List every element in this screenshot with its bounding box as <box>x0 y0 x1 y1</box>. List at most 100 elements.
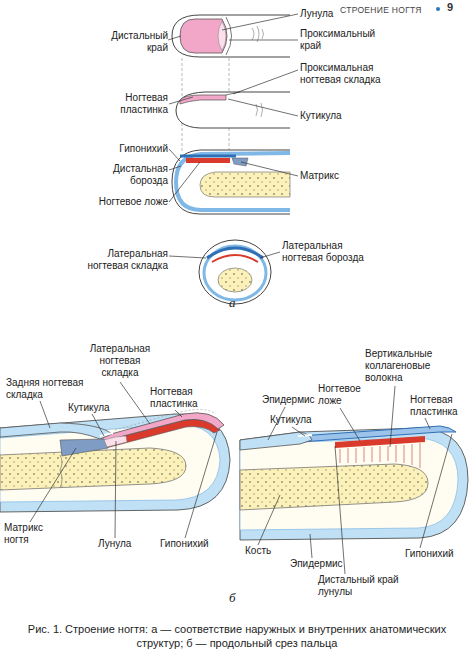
part-label: Кутикула <box>300 110 390 122</box>
leader-line <box>168 36 181 40</box>
finger-longitudinal-section <box>0 409 230 512</box>
part-label: Гипонихий <box>405 548 470 560</box>
leader-line <box>241 162 298 176</box>
finger-section-detail <box>240 426 468 540</box>
part-label: Латеральная ногтевая складка <box>82 343 158 379</box>
leader-line <box>185 432 217 538</box>
finger-section-detail <box>240 428 468 540</box>
part-label: Матрикс <box>300 170 390 182</box>
finger-section <box>176 153 290 210</box>
finger-top-view <box>252 26 264 42</box>
leader-line <box>92 414 104 436</box>
finger-section <box>180 155 236 158</box>
part-label: Латеральная ногтевая складка <box>70 248 168 272</box>
leader-line <box>310 534 312 558</box>
finger-cross-section <box>218 268 252 292</box>
part-label: Кость <box>245 545 295 557</box>
finger-section-detail <box>240 432 312 450</box>
leader-line <box>30 448 76 522</box>
panel-letter: б <box>229 592 249 604</box>
leader-line <box>169 256 206 258</box>
panel-letter: а <box>229 297 249 309</box>
leader-line <box>115 441 116 538</box>
finger-longitudinal-section <box>0 448 186 490</box>
header-bullet <box>436 7 440 11</box>
finger-longitudinal-section <box>0 423 112 439</box>
leader-line <box>229 40 298 41</box>
leader-line <box>175 410 182 417</box>
part-label: Проксимальная ногтевая складка <box>300 62 392 86</box>
finger-cross-section <box>212 255 258 262</box>
finger-cross-section <box>204 246 266 300</box>
leader-line <box>228 99 298 116</box>
figure-caption: Рис. 1. Строение ногтя: а — соответствие… <box>12 622 462 650</box>
leader-line <box>169 149 180 161</box>
leader-line <box>258 495 280 545</box>
leader-line <box>169 166 181 170</box>
finger-longitudinal-section <box>60 439 108 456</box>
finger-section <box>232 158 248 166</box>
part-label: Дистальный край лунулы <box>318 574 410 598</box>
part-label: Дистальный край <box>100 30 168 54</box>
leader-line <box>420 434 452 548</box>
finger-section-detail <box>340 443 420 468</box>
leader-line <box>120 382 150 424</box>
part-label: Ногтевая пластинка <box>410 394 472 418</box>
leader-line <box>40 401 50 428</box>
finger-longitudinal-section <box>100 433 113 436</box>
finger-section-detail <box>240 438 458 530</box>
finger-top-view <box>172 15 290 57</box>
finger-section <box>172 150 290 214</box>
finger-longitudinal-section <box>104 436 127 447</box>
part-label: Ногтевое ложе <box>90 196 168 208</box>
finger-longitudinal-section <box>0 414 230 512</box>
finger-section <box>172 150 290 214</box>
leader-line <box>390 386 395 447</box>
part-label: Лунула <box>98 538 158 550</box>
leader-line <box>169 97 193 104</box>
part-label: Лунула <box>300 8 420 20</box>
part-label: Эпидермис <box>290 558 360 570</box>
finger-side-view <box>180 95 226 104</box>
leader-line <box>168 14 298 258</box>
part-label: Дистальная борозда <box>90 163 168 187</box>
finger-section-detail <box>300 426 456 442</box>
part-label: Проксимальный край <box>300 28 380 52</box>
leader-line <box>260 252 280 258</box>
finger-cross-section <box>199 240 271 304</box>
finger-top-view <box>226 17 232 55</box>
leader-line <box>335 446 345 574</box>
finger-cross-section <box>207 248 263 258</box>
part-label: Задняя ногтевая складка <box>6 377 94 401</box>
finger-side-view <box>256 103 263 117</box>
finger-top-view <box>172 15 290 57</box>
part-label: Ногтевое ложе <box>318 383 374 407</box>
page-number: 9 <box>447 1 467 13</box>
part-label: Кутикула <box>270 414 330 426</box>
leader-line <box>233 70 298 94</box>
leader-line <box>30 382 452 574</box>
part-label: Кутикула <box>68 402 128 414</box>
finger-top-view <box>180 19 227 53</box>
part-label: Матрикс ногтя <box>4 522 56 546</box>
leader-line <box>340 408 360 441</box>
part-label: Вертикальные коллагеновые волокна <box>365 348 445 384</box>
header-bullet <box>436 7 440 11</box>
finger-section <box>200 172 290 197</box>
finger-cross-section <box>199 240 271 304</box>
finger-longitudinal-section <box>115 409 216 430</box>
running-header: СТРОЕНИЕ НОГТЯ <box>340 4 435 16</box>
part-label: Гипонихий <box>160 538 230 550</box>
leader-line <box>292 427 305 436</box>
part-label: Ногтевая пластинка <box>150 386 220 410</box>
finger-top-view <box>218 21 226 51</box>
leader-line <box>169 162 200 202</box>
part-label: Латеральная ногтевая борозда <box>282 240 382 264</box>
leader-line <box>425 418 430 429</box>
part-label: Ногтевая пластинка <box>100 92 168 116</box>
leader-line <box>222 14 298 30</box>
finger-section <box>186 158 230 163</box>
